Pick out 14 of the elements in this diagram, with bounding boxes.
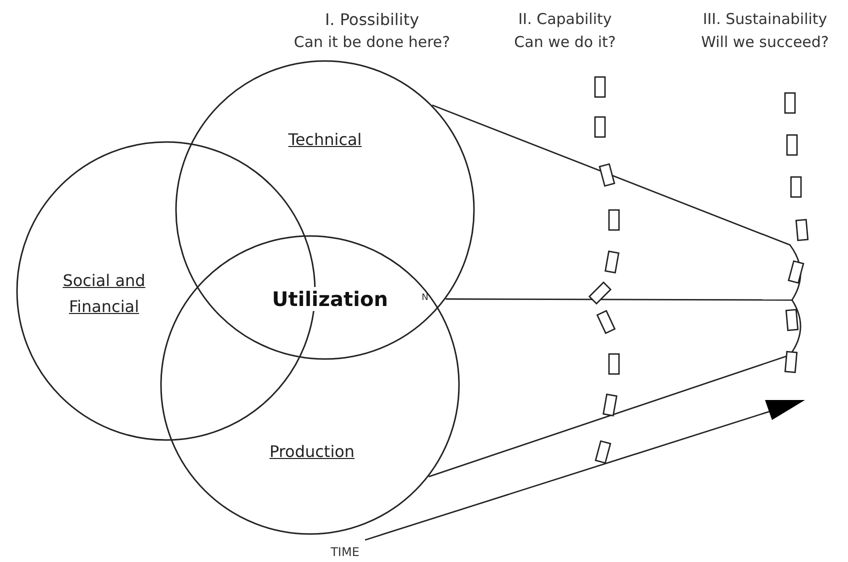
funnel-line [428,300,802,478]
region-label: Production [268,441,356,463]
phase-heading: I. Possibility [324,10,420,29]
region-label: Technical [287,129,363,151]
phase-heading: III. Sustainability [702,10,828,28]
funnel-line [432,104,802,300]
phase-question: Can we do it? [514,33,616,51]
funnel-line [446,298,792,301]
phase-heading: II. Capability [518,10,612,28]
mark-letter: N [422,293,428,303]
phase-question: Can it be done here? [294,33,450,51]
axis-label: TIME [330,545,360,559]
region-label: Social and Financial [62,270,146,318]
phase-question: Will we succeed? [701,33,829,51]
